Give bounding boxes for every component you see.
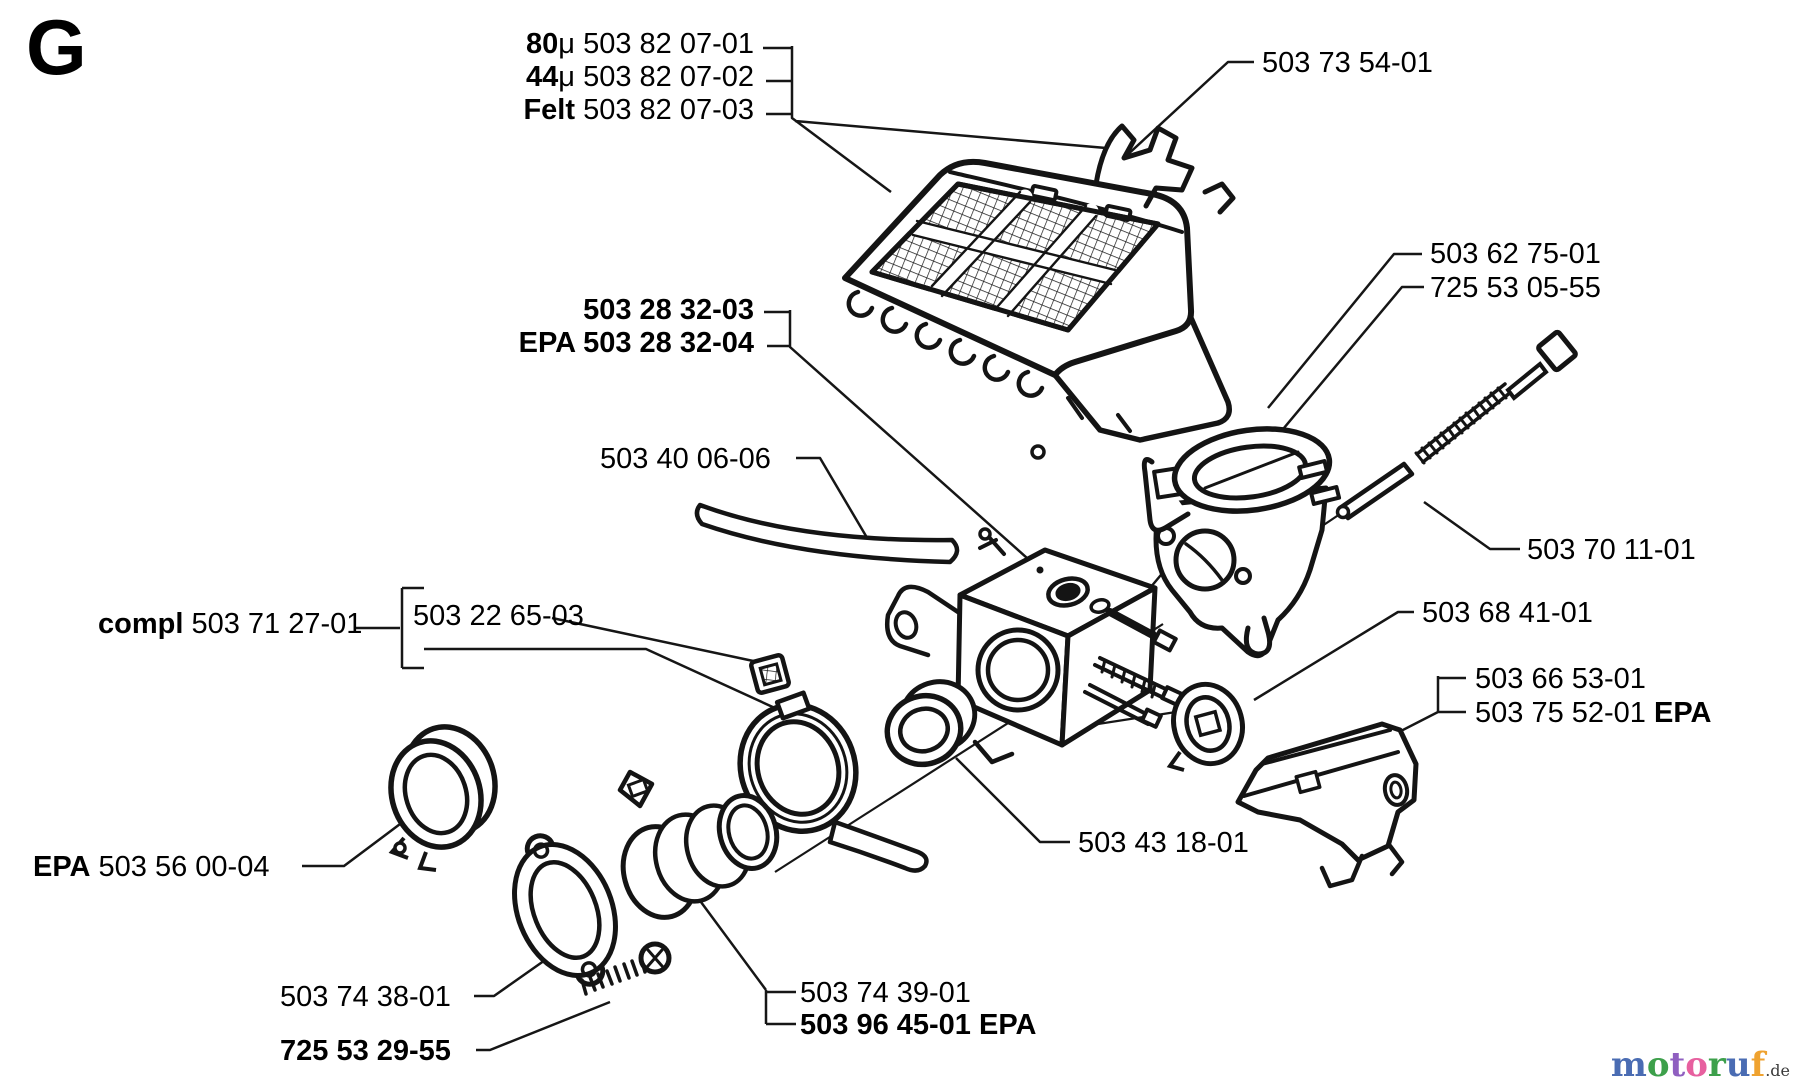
carburetor-label-group: 503 28 32-03 EPA 503 28 32-04 xyxy=(519,294,754,360)
part-label-503-71-27-01: compl 503 71 27-01 xyxy=(98,608,363,640)
air-filter-cover-drawing xyxy=(842,158,1232,460)
spacer-drawing xyxy=(1166,681,1245,772)
part-label-503-82-07-03: Felt 503 82 07-03 xyxy=(523,94,754,126)
long-screw-drawing xyxy=(1414,329,1578,465)
logo-domain-suffix: .de xyxy=(1765,1061,1790,1080)
part-label-503-43-18-01: 503 43 18-01 xyxy=(1078,827,1249,859)
flange-gasket-drawing xyxy=(512,833,618,987)
logo-letter: o xyxy=(1685,1045,1708,1085)
intake-boot-drawing xyxy=(617,769,780,920)
part-label-503-22-65-03: 503 22 65-03 xyxy=(413,600,584,632)
part-label-503-62-75-01: 503 62 75-01 xyxy=(1430,238,1601,270)
section-letter: G xyxy=(26,3,87,91)
cover-cap-drawing xyxy=(388,724,498,872)
part-label-503-28-32-03: 503 28 32-03 xyxy=(583,294,754,326)
part-label-503-70-11-01: 503 70 11-01 xyxy=(1527,534,1696,566)
small-screw-drawing xyxy=(580,941,672,996)
part-label-503-82-07-01: 80μ 503 82 07-01 xyxy=(526,28,754,60)
part-label-503-74-38-01: 503 74 38-01 xyxy=(280,981,451,1013)
clamp-drawing xyxy=(737,690,929,873)
logo-letter: o xyxy=(1646,1045,1670,1085)
logo-letter: m xyxy=(1610,1045,1647,1085)
part-label-503-40-06-06: 503 40 06-06 xyxy=(600,443,771,475)
part-label-503-56-00-04: EPA 503 56 00-04 xyxy=(33,851,270,883)
logo-letter: r xyxy=(1707,1045,1726,1085)
square-nut-drawing xyxy=(749,653,791,695)
part-label-503-82-07-02: 44μ 503 82 07-02 xyxy=(526,61,754,93)
logo-letter: t xyxy=(1669,1045,1686,1085)
part-label-503-68-41-01: 503 68 41-01 xyxy=(1422,597,1593,629)
ring-gasket-drawing xyxy=(884,679,978,768)
part-label-725-53-05-55: 725 53 05-55 xyxy=(1430,272,1601,304)
part-label-503-73-54-01: 503 73 54-01 xyxy=(1262,47,1433,79)
hose-drawing xyxy=(694,502,960,565)
filter-clip-drawing xyxy=(1093,123,1236,215)
part-label-725-53-29-55: 725 53 29-55 xyxy=(280,1035,451,1067)
filter-holder-drawing xyxy=(1235,721,1419,889)
filter-elements-label-group: 80μ 503 82 07-01 44μ 503 82 07-02 Felt 5… xyxy=(523,28,754,127)
part-label-503-66-53-01: 503 66 53-01 xyxy=(1475,663,1646,695)
intake-manifold-drawing xyxy=(1141,426,1342,659)
part-label-503-74-39-01: 503 74 39-01 xyxy=(800,977,971,1009)
part-label-503-96-45-01: 503 96 45-01 EPA xyxy=(800,1009,1037,1041)
motoruf-watermark: motoruf.de xyxy=(1611,1045,1790,1085)
throttle-rod-drawing xyxy=(1335,461,1415,521)
part-label-503-28-32-04: EPA 503 28 32-04 xyxy=(518,327,754,359)
logo-letter: u xyxy=(1725,1045,1751,1085)
part-label-503-75-52-01: 503 75 52-01 EPA xyxy=(1475,697,1712,729)
carburetor-drawing xyxy=(885,527,1184,765)
logo-letter: f xyxy=(1750,1045,1766,1085)
